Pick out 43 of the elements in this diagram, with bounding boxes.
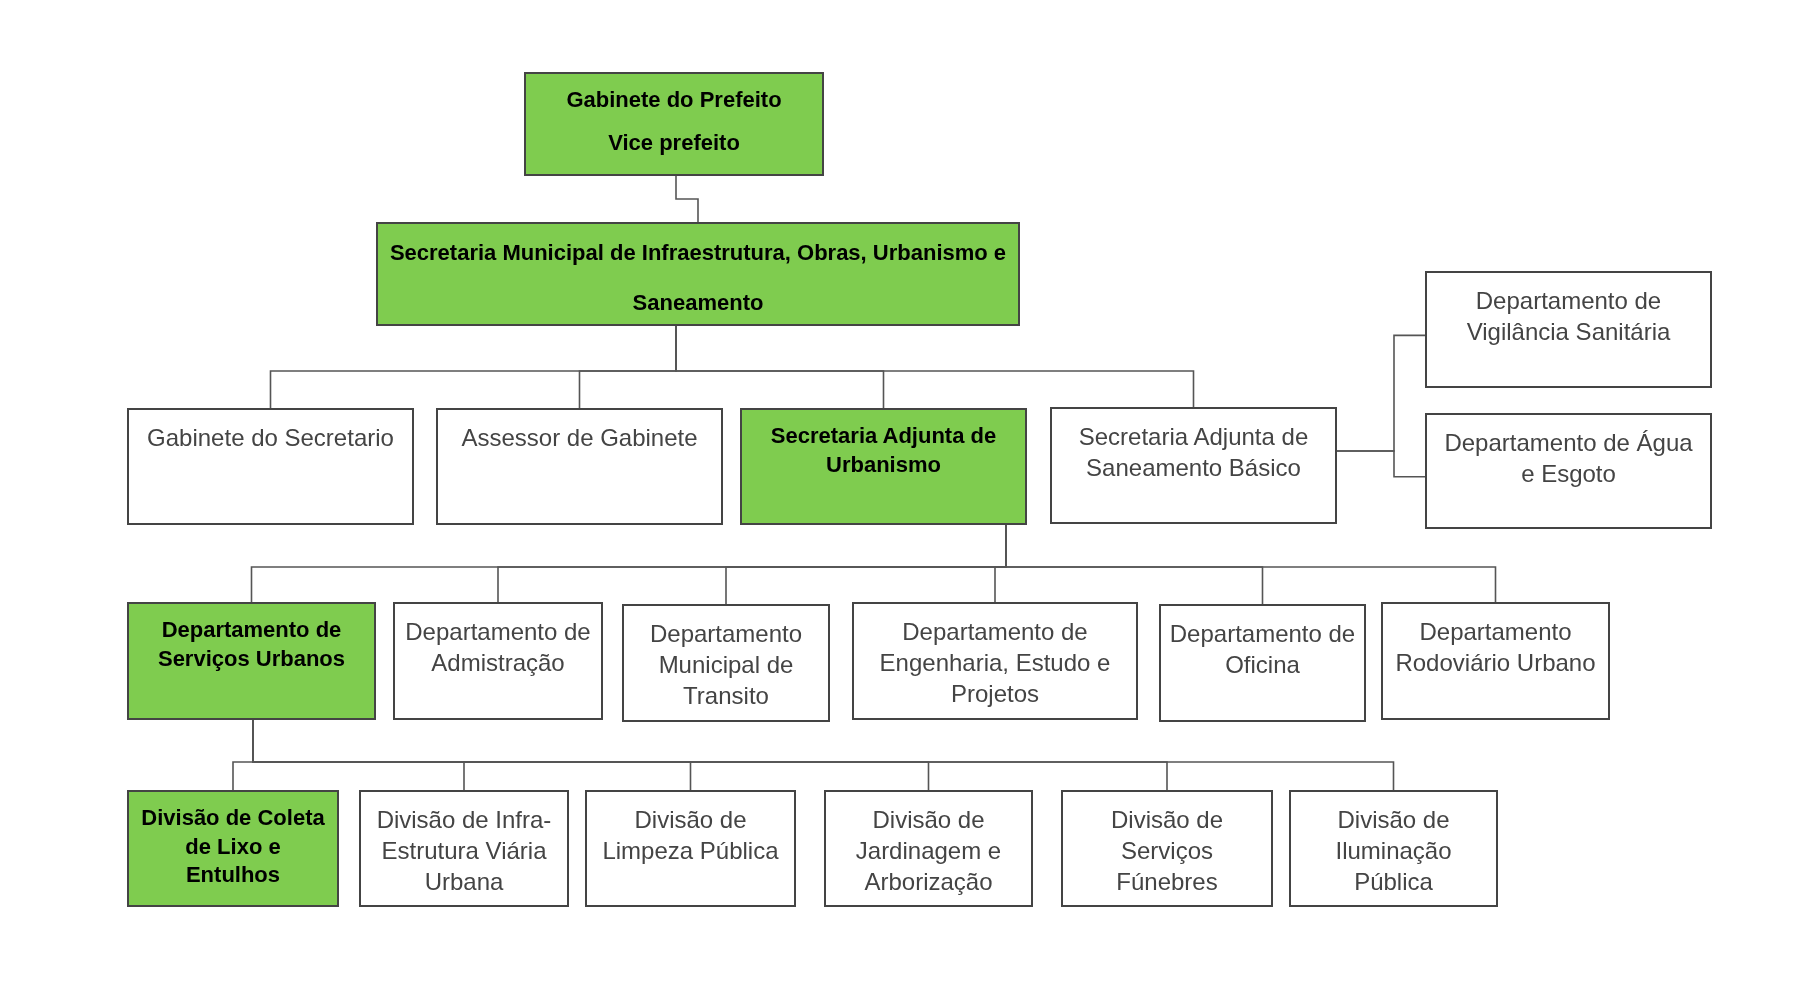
- org-box: [824, 790, 1033, 907]
- highlighted-org-box: [127, 790, 339, 907]
- org-box: [585, 790, 796, 907]
- connector-line: [675, 175, 699, 223]
- org-box: [127, 408, 414, 525]
- org-box: [1381, 602, 1610, 720]
- box-label: Secretaria Municipal de Infraestrutura, Obras, Urbanismo e Saneamento: [388, 239, 1008, 317]
- org-box: [1425, 271, 1712, 388]
- box-label: Gabinete do Prefeito: [566, 86, 782, 114]
- box-label: Divisão de Iluminação Pública: [1334, 805, 1453, 898]
- org-box: [436, 408, 723, 525]
- box-label: Departamento Municipal de Transito: [648, 619, 804, 712]
- highlighted-org-box: [376, 222, 1020, 326]
- org-box: [1425, 413, 1712, 529]
- highlighted-org-box: [524, 72, 824, 176]
- org-box: [1061, 790, 1273, 907]
- org-box: [393, 602, 603, 720]
- org-box: [359, 790, 569, 907]
- org-box: [1050, 407, 1337, 524]
- box-label: Secretaria Adjunta de Urbanismo: [769, 422, 998, 479]
- box-label: Departamento de Engenharia, Estudo e Projetos: [878, 617, 1112, 710]
- box-label: Departamento de Serviços Urbanos: [156, 616, 347, 673]
- box-label: Divisão de Jardinagem e Arborização: [854, 805, 1003, 898]
- box-label: Secretaria Adjunta de Saneamento Básico: [1077, 422, 1310, 484]
- box-label: Divisão de Serviços Fúnebres: [1109, 805, 1225, 898]
- box-label: Departamento de Oficina: [1169, 619, 1356, 681]
- box-label: Divisão de Limpeza Pública: [601, 805, 780, 867]
- org-box: [1159, 604, 1366, 722]
- box-label: Departamento de Vigilância Sanitária: [1465, 286, 1672, 348]
- highlighted-org-box: [740, 408, 1027, 525]
- box-label: Departamento de Água e Esgoto: [1443, 428, 1694, 490]
- highlighted-org-box: [127, 602, 376, 720]
- box-label: Gabinete do Secretario: [147, 423, 394, 453]
- connector-line: [1336, 450, 1426, 478]
- box-label: Divisão de Infra-Estrutura Viária Urbana: [375, 805, 553, 898]
- box-label: Divisão de Coleta de Lixo e Entulhos: [140, 804, 326, 890]
- org-box: [622, 604, 830, 722]
- box-label: Assessor de Gabinete: [461, 423, 698, 453]
- org-box: [852, 602, 1138, 720]
- org-box: [1289, 790, 1498, 907]
- box-label: Departamento de Admistração: [404, 617, 592, 679]
- box-label: Vice prefeito: [608, 128, 740, 157]
- box-label: Departamento Rodoviário Urbano: [1394, 617, 1597, 679]
